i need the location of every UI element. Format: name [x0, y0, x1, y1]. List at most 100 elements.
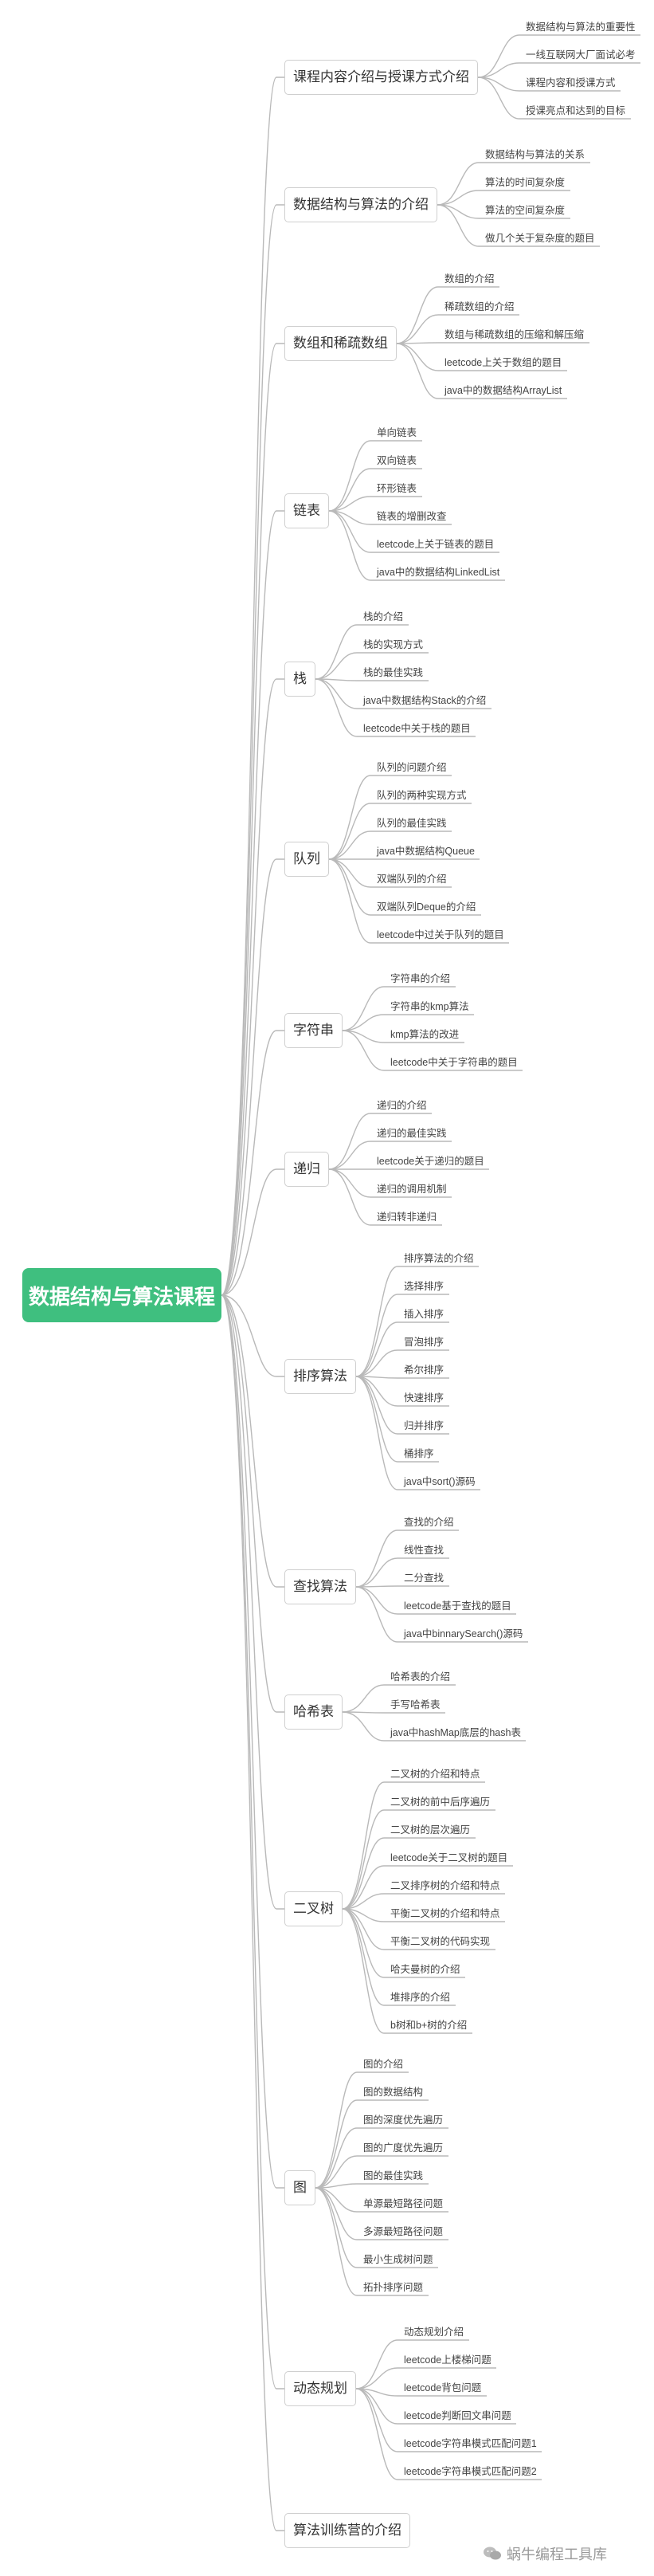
leaf-connector: [328, 1168, 452, 1198]
leaf-node: 双端队列Deque的介绍: [377, 901, 476, 913]
leaf-node: 队列的最佳实践: [377, 818, 447, 829]
leaf-node: 二叉树的前中后序遍历: [390, 1797, 491, 1808]
leaf-connector: [355, 1586, 528, 1643]
leaf-connector: [315, 678, 429, 681]
leaf-node: 递归转非递归: [377, 1211, 437, 1223]
leaf-connector: [342, 1809, 495, 1910]
leaf-node: leetcode字符串模式匹配问题1: [404, 2438, 537, 2449]
leaf-node: 栈的实现方式: [363, 639, 424, 650]
branch-node: 栈: [284, 662, 315, 697]
leaf-connector: [355, 1585, 449, 1588]
leaf-node: 选择排序: [404, 1281, 444, 1292]
branch-node: 数组和稀疏数组: [284, 326, 397, 361]
root-connector: [221, 678, 284, 1296]
root-connector: [221, 1294, 284, 2389]
leaf-connector: [315, 2187, 448, 2213]
leaf-connector: [342, 1908, 505, 1922]
branch-node: 图: [284, 2170, 315, 2205]
leaf-node: 堆排序的介绍: [390, 1992, 451, 2003]
leaf-connector: [342, 1014, 474, 1031]
leaf-node: java中的数据结构ArrayList: [444, 385, 562, 396]
leaf-node: 数据结构与算法的关系: [485, 149, 585, 160]
leaf-connector: [355, 1376, 449, 1379]
leaf-connector: [315, 624, 409, 680]
watermark: 蜗牛编程工具库: [483, 2544, 607, 2563]
branch-node: 课程内容介绍与授课方式介绍: [284, 60, 478, 95]
leaf-connector: [342, 1711, 526, 1742]
leaf-node: 双向链表: [377, 455, 417, 466]
leaf-node: 单源最短路径问题: [363, 2198, 444, 2209]
leaf-node: b树和b+树的介绍: [390, 2020, 468, 2031]
leaf-connector: [355, 1376, 449, 1435]
leaf-node: java中sort()源码: [404, 1476, 476, 1487]
leaf-connector: [328, 440, 422, 512]
wechat-icon: [484, 2547, 501, 2560]
root-connector: [221, 1294, 284, 2189]
leaf-connector: [396, 343, 567, 371]
leaf-node: 拓扑排序问题: [363, 2282, 424, 2293]
leaf-connector: [355, 1349, 449, 1377]
leaf-connector: [342, 1030, 523, 1071]
leaf-node: leetcode字符串模式匹配问题2: [404, 2466, 537, 2477]
leaf-connector: [342, 1684, 456, 1713]
leaf-connector: [315, 2071, 409, 2189]
leaf-connector: [355, 2388, 516, 2425]
leaf-node: 图的深度优先遍历: [363, 2115, 444, 2126]
leaf-node: 递归的最佳实践: [377, 1128, 447, 1139]
leaf-node: java中binnarySearch()源码: [404, 1628, 523, 1639]
leaf-node: 图的数据结构: [363, 2087, 424, 2098]
leaf-node: 稀疏数组的介绍: [444, 301, 515, 312]
leaf-node: leetcode中关于栈的题目: [363, 723, 471, 734]
leaf-connector: [477, 62, 640, 78]
leaf-connector: [396, 342, 589, 344]
leaf-connector: [477, 77, 631, 120]
leaf-connector: [315, 678, 476, 737]
watermark-text: 蜗牛编程工具库: [507, 2547, 607, 2562]
leaf-node: 哈夫曼树的介绍: [390, 1964, 460, 1975]
leaf-connector: [342, 1908, 495, 1950]
leaf-connector: [315, 2187, 438, 2268]
leaf-node: java中的数据结构LinkedList: [377, 567, 500, 578]
leaf-node: leetcode关于递归的题目: [377, 1156, 484, 1167]
leaf-connector: [355, 1376, 439, 1463]
leaf-node: 平衡二叉树的代码实现: [390, 1936, 491, 1947]
leaf-connector: [355, 2388, 542, 2452]
leaf-node: 多源最短路径问题: [363, 2226, 444, 2237]
leaf-node: leetcode背包问题: [404, 2382, 482, 2393]
leaf-connector: [477, 77, 621, 92]
leaf-node: 最小生成树问题: [363, 2254, 433, 2265]
root-connector: [221, 1294, 284, 1377]
leaf-connector: [355, 1266, 479, 1377]
leaf-connector: [437, 204, 570, 219]
leaf-node: 图的广度优先遍历: [363, 2142, 444, 2154]
leaf-connector: [328, 831, 452, 860]
leaf-connector: [355, 1376, 449, 1407]
branch-node: 数据结构与算法的介绍: [284, 187, 437, 222]
leaf-connector: [342, 1908, 465, 1978]
leaf-node: 做几个关于复杂度的题目: [485, 233, 595, 244]
leaf-node: 授课亮点和达到的目标: [526, 105, 626, 116]
leaf-connector: [315, 2127, 448, 2189]
leaf-node: 二叉树的介绍和特点: [390, 1769, 480, 1780]
root-connector: [221, 1294, 284, 1588]
leaf-node: 数组与稀疏数组的压缩和解压缩: [444, 329, 585, 340]
leaf-node: 队列的问题介绍: [377, 762, 447, 773]
leaf-node: 桶排序: [404, 1448, 434, 1459]
leaf-node: 算法的空间复杂度: [485, 205, 566, 216]
root-connector: [221, 1294, 284, 2531]
leaf-node: leetcode中过关于队列的题目: [377, 929, 504, 940]
leaf-connector: [315, 652, 429, 680]
branch-node: 链表: [284, 493, 329, 528]
leaf-node: 动态规划介绍: [404, 2327, 464, 2338]
leaf-connector: [477, 34, 640, 78]
leaf-connector: [342, 1893, 505, 1910]
leaf-node: 课程内容和授课方式: [526, 77, 616, 88]
leaf-connector: [328, 468, 422, 512]
root-connector: [221, 510, 284, 1296]
leaf-connector: [396, 314, 519, 344]
leaf-node: 冒泡排序: [404, 1337, 444, 1348]
leaf-connector: [342, 1030, 464, 1043]
leaf-node: 线性查找: [404, 1545, 444, 1556]
root-connector: [221, 1168, 284, 1296]
branch-node: 二叉树: [284, 1891, 343, 1926]
